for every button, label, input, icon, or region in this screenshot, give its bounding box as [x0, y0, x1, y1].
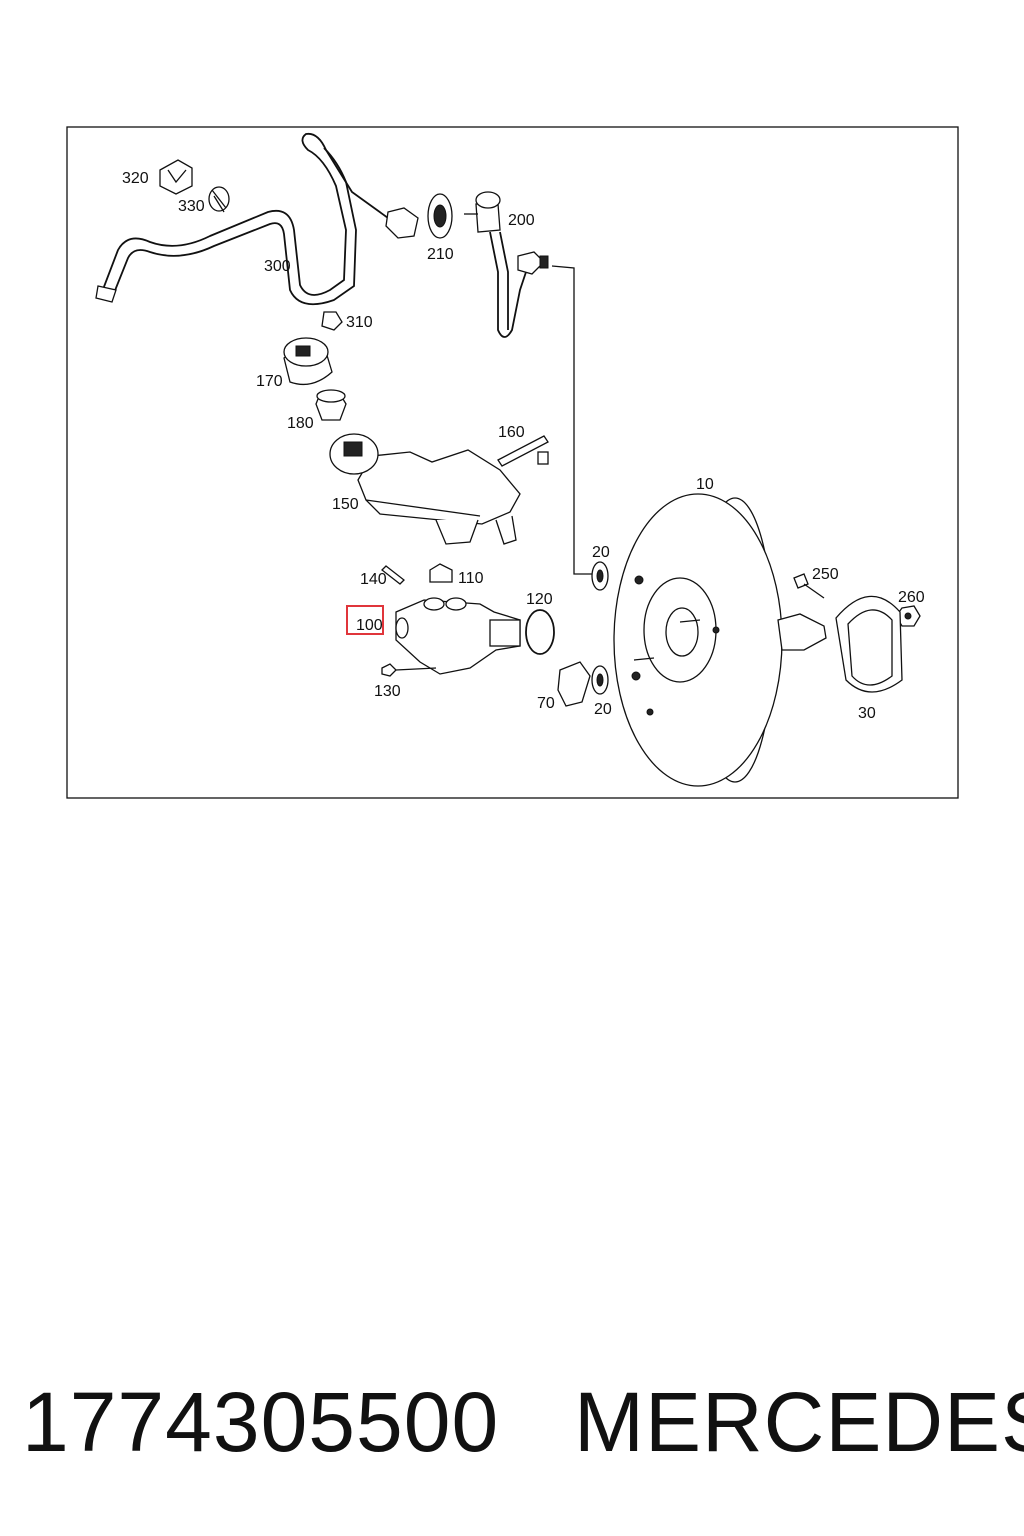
sensor-70: [557, 661, 591, 707]
part-label-10: 10: [696, 476, 714, 493]
brand-name: MERCEDES: [574, 1375, 1024, 1469]
nut-130: [381, 663, 437, 677]
part-label-130: 130: [374, 683, 401, 700]
part-label-120: 120: [526, 591, 553, 608]
grommet-20-lower: [591, 665, 609, 695]
part-label-330: 330: [178, 198, 205, 215]
part-label-30: 30: [858, 705, 876, 722]
check-valve-200: [464, 191, 549, 338]
part-label-20: 20: [594, 701, 612, 718]
part-label-20: 20: [592, 544, 610, 561]
label-group: 320 330 300 310 210 200 170 180 160 150 10 20 250 260…: [122, 170, 925, 722]
part-number: 1774305500: [22, 1375, 500, 1469]
nut-260: [895, 605, 921, 627]
part-label-150: 150: [332, 496, 359, 513]
part-label-310: 310: [346, 314, 373, 331]
clip-310-part: [321, 311, 343, 331]
grommet-110: [429, 563, 453, 583]
part-label-110: 110: [458, 570, 484, 587]
brake-booster-10: [613, 493, 827, 787]
part-label-260: 260: [898, 589, 925, 606]
part-label-210: 210: [427, 246, 454, 263]
part-label-300: 300: [264, 258, 291, 275]
part-label-100[interactable]: 100: [356, 617, 383, 634]
leader-line: [551, 265, 592, 575]
caption-bar: 1774305500 MERCEDES: [0, 1372, 1024, 1472]
gasket-30: [835, 595, 903, 693]
part-label-70: 70: [537, 695, 555, 712]
reservoir-150: [329, 433, 521, 545]
part-label-140: 140: [360, 571, 387, 588]
strainer-180: [315, 389, 347, 421]
parts-diagram: 320 330 300 310 210 200 170 180 160 150 10 20 250 260…: [66, 126, 959, 799]
diagram-frame: [66, 126, 959, 799]
part-label-200: 200: [508, 212, 535, 229]
grommet-210-part: [427, 193, 453, 239]
clip-320-part: [159, 159, 193, 195]
master-cylinder-100: [395, 597, 521, 675]
level-sensor-160: [497, 435, 549, 467]
grommet-20-upper: [591, 561, 609, 591]
pin-140: [381, 565, 405, 585]
part-label-170: 170: [256, 373, 283, 390]
bolt-250: [793, 573, 825, 599]
part-label-320: 320: [122, 170, 149, 187]
vacuum-hose-300: [95, 132, 419, 306]
highlight-box[interactable]: [346, 605, 384, 635]
part-label-250: 250: [812, 566, 839, 583]
reservoir-cap-170: [283, 337, 333, 386]
seal-ring-120: [525, 609, 555, 655]
part-label-180: 180: [287, 415, 314, 432]
clamp-330-part: [208, 186, 230, 213]
part-label-160: 160: [498, 424, 525, 441]
